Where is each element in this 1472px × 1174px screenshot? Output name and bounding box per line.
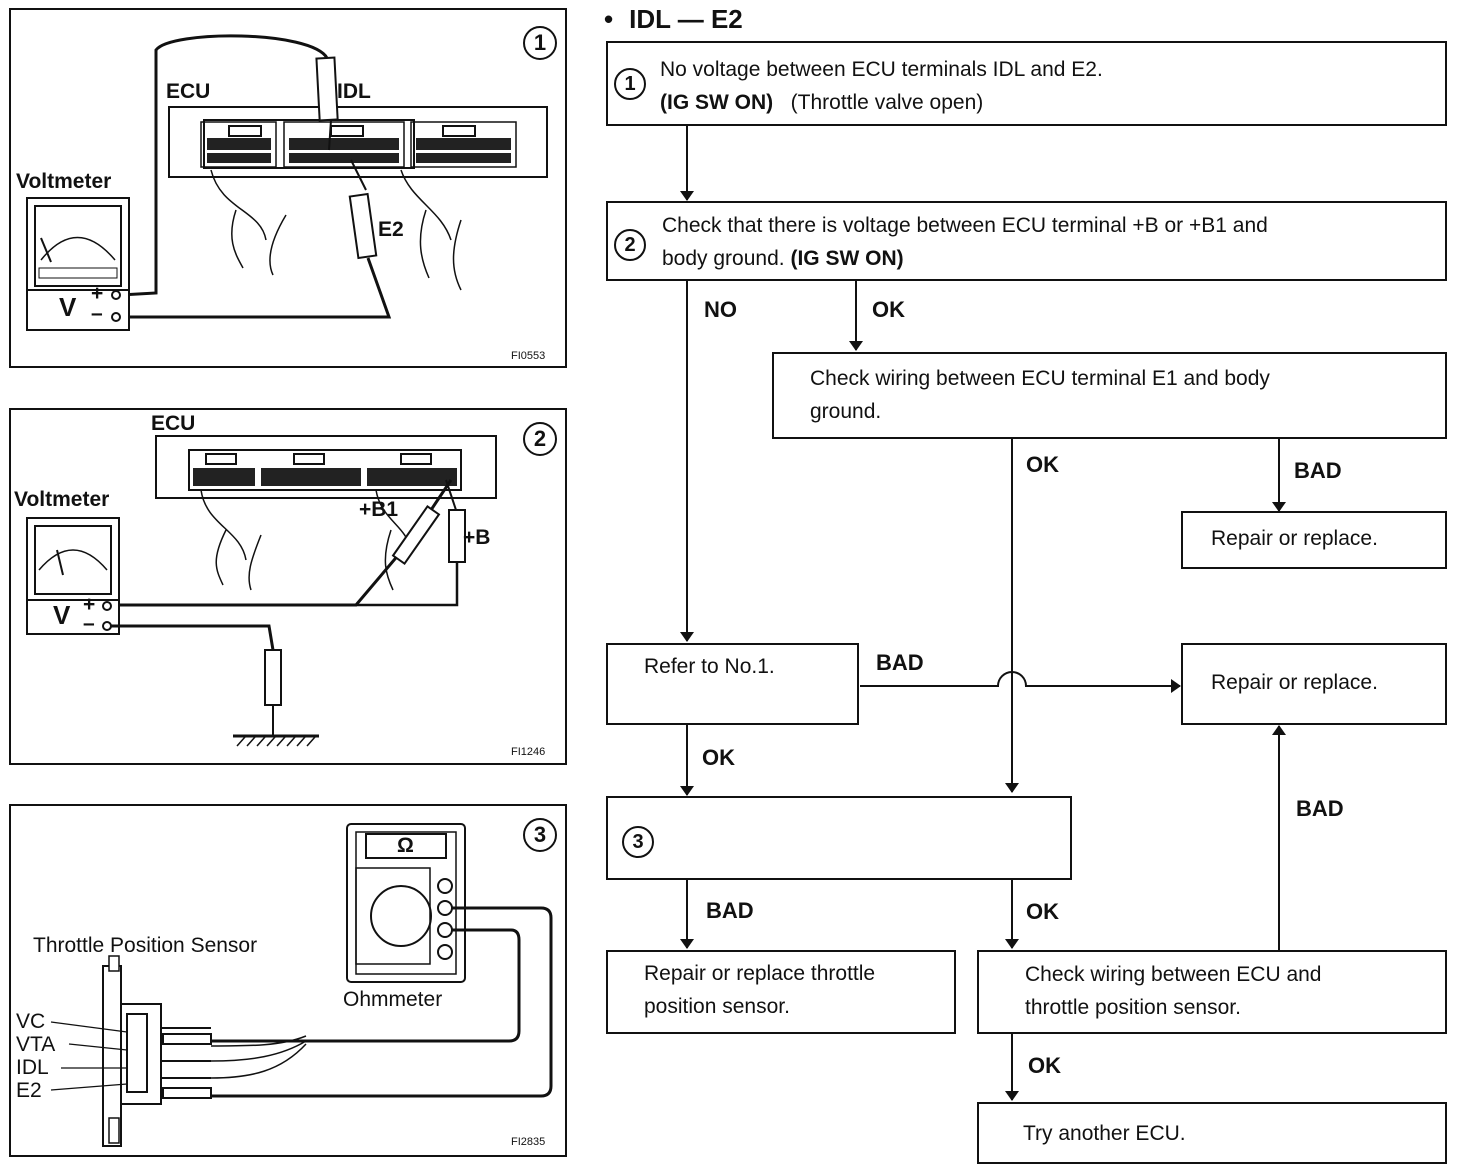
repair-box-2: Repair or replace. bbox=[1181, 643, 1447, 725]
plus-terminal-label: + bbox=[91, 282, 104, 305]
step2-box: 2 Check that there is voltage between EC… bbox=[606, 201, 1447, 281]
voltmeter-label: Voltmeter bbox=[14, 488, 110, 511]
vta-terminal-label: VTA bbox=[16, 1033, 56, 1056]
step1-box: 1 No voltage between ECU terminals IDL a… bbox=[606, 41, 1447, 126]
step1-number: 1 bbox=[614, 68, 646, 100]
panel-number-badge: 1 bbox=[523, 26, 557, 60]
branch-label-bad: BAD bbox=[1294, 458, 1342, 483]
ohm-symbol: Ω bbox=[397, 834, 414, 857]
step1-condition-bold: (IG SW ON) bbox=[660, 91, 774, 114]
check-e1-box: Check wiring between ECU terminal E1 and… bbox=[772, 352, 1447, 439]
check-tps-wiring-box: Check wiring between ECU and throttle po… bbox=[977, 950, 1447, 1034]
b-label: +B bbox=[463, 526, 491, 549]
voltmeter-ecu-b-illustration bbox=[26, 435, 497, 747]
check-e1-line2: ground. bbox=[810, 400, 882, 423]
volt-symbol: V bbox=[53, 600, 71, 630]
repair-tps-line1: Repair or replace throttle bbox=[644, 962, 876, 985]
try-another-ecu-text: Try another ECU. bbox=[1023, 1122, 1186, 1145]
diagram-panel-2: 2 ECU Voltmeter +B1 +B V + – FI1246 bbox=[9, 408, 567, 765]
repair-box-2-text: Repair or replace. bbox=[1211, 671, 1378, 694]
step2-text-line2: body ground. bbox=[662, 247, 785, 270]
panel-number-badge: 2 bbox=[523, 422, 557, 456]
step1-condition: (Throttle valve open) bbox=[790, 91, 984, 114]
branch-label-bad: BAD bbox=[706, 898, 754, 923]
idl-terminal-label: IDL bbox=[16, 1056, 49, 1079]
ecu-label: ECU bbox=[166, 80, 211, 103]
branch-label-ok: OK bbox=[1026, 899, 1059, 924]
repair-tps-box: Repair or replace throttle position sens… bbox=[606, 950, 956, 1034]
plus-terminal-label: + bbox=[83, 593, 96, 616]
branch-label-ok: OK bbox=[1028, 1053, 1061, 1078]
step3-number: 3 bbox=[622, 826, 654, 858]
e2-label: E2 bbox=[378, 218, 404, 241]
title-bullet: • bbox=[604, 4, 614, 34]
diagram-panel-1: 1 ECU IDL Voltmeter E2 V + – FI0553 bbox=[9, 8, 567, 368]
volt-symbol: V bbox=[59, 292, 77, 322]
check-tps-line1: Check wiring between ECU and bbox=[1025, 963, 1322, 986]
step2-number: 2 bbox=[614, 229, 646, 261]
idl-label: IDL bbox=[337, 80, 371, 103]
branch-label-bad: BAD bbox=[1296, 796, 1344, 821]
b1-label: +B1 bbox=[359, 498, 399, 521]
panel-number-badge: 3 bbox=[523, 818, 557, 852]
title-text: IDL — E2 bbox=[629, 4, 743, 34]
check-tps-line2: throttle position sensor. bbox=[1025, 996, 1241, 1019]
figure-code: FI0553 bbox=[511, 350, 546, 362]
voltmeter-label: Voltmeter bbox=[16, 170, 112, 193]
repair-tps-line2: position sensor. bbox=[644, 995, 790, 1018]
voltmeter-ecu-idl-illustration bbox=[26, 34, 548, 331]
ohmmeter-label: Ohmmeter bbox=[343, 988, 443, 1011]
step2-condition-bold: (IG SW ON) bbox=[790, 247, 904, 270]
figure-code: FI2835 bbox=[511, 1136, 546, 1148]
minus-terminal-label: – bbox=[83, 612, 95, 635]
step1-text: No voltage between ECU terminals IDL and… bbox=[660, 58, 1103, 81]
ohmmeter-tps-illustration bbox=[50, 823, 553, 1147]
branch-label-no: NO bbox=[704, 297, 737, 322]
step2-text-line1: Check that there is voltage between ECU … bbox=[662, 214, 1268, 237]
refer-no1-text: Refer to No.1. bbox=[644, 655, 775, 678]
branch-label-ok: OK bbox=[872, 297, 905, 322]
vc-terminal-label: VC bbox=[16, 1010, 46, 1033]
diagram-panel-3: 3 Throttle Position Sensor Ohmmeter Ω VC… bbox=[9, 804, 567, 1157]
branch-label-bad: BAD bbox=[876, 650, 924, 675]
minus-terminal-label: – bbox=[91, 302, 103, 325]
figure-code: FI1246 bbox=[511, 746, 546, 758]
flowchart-title: • IDL — E2 bbox=[604, 4, 743, 35]
check-e1-line1: Check wiring between ECU terminal E1 and… bbox=[810, 367, 1270, 390]
throttle-position-sensor-label: Throttle Position Sensor bbox=[33, 934, 258, 957]
refer-no1-box: Refer to No.1. bbox=[606, 643, 859, 725]
repair-box-1: Repair or replace. bbox=[1181, 511, 1447, 569]
branch-label-ok: OK bbox=[702, 745, 735, 770]
step3-box: 3 bbox=[606, 796, 1072, 880]
repair-box-1-text: Repair or replace. bbox=[1211, 527, 1378, 550]
e2-terminal-label: E2 bbox=[16, 1079, 42, 1102]
ecu-label: ECU bbox=[151, 412, 196, 435]
try-another-ecu-box: Try another ECU. bbox=[977, 1102, 1447, 1164]
branch-label-ok: OK bbox=[1026, 452, 1059, 477]
